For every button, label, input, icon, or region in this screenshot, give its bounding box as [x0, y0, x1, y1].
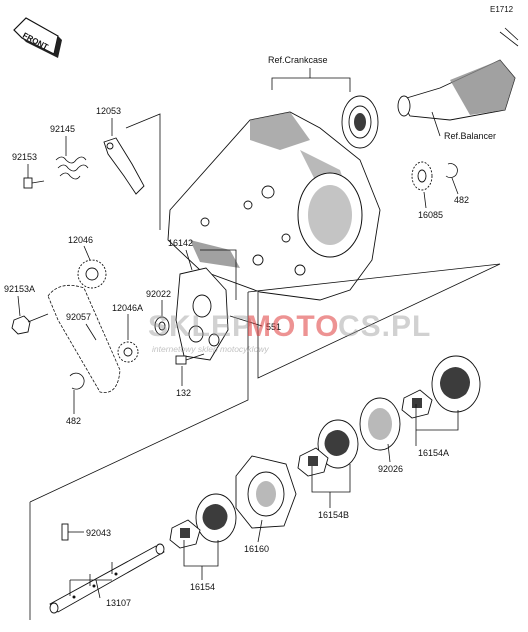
- sprocket-12046a: [117, 341, 139, 363]
- leader-16154b: [311, 464, 351, 508]
- watermark-tagline: internetowy sklep motocyklowy: [152, 344, 269, 354]
- circlip-482-left: [69, 372, 85, 390]
- frame-line-lower: [29, 292, 249, 503]
- watermark-brand-grey: SKLEP: [148, 310, 253, 343]
- front-arrow-icon: [13, 17, 62, 58]
- pin-92043: [61, 523, 69, 541]
- pump-cover-16142: [175, 267, 229, 361]
- rotor-16154: [195, 493, 237, 543]
- crank-bearing: [341, 95, 379, 149]
- label-16154: 16154: [190, 582, 215, 592]
- sprocket-12046: [77, 259, 107, 289]
- label-482-right: 482: [454, 195, 469, 205]
- label-92145: 92145: [50, 124, 75, 134]
- label-132: 132: [176, 388, 191, 398]
- bolt-92153: [23, 177, 45, 189]
- frame-line-top: [247, 263, 501, 293]
- leader-16142-bracket: [200, 249, 237, 300]
- ref-crankcase-bracket: [271, 68, 351, 92]
- label-92153: 92153: [12, 152, 37, 162]
- bolt-132: [175, 353, 205, 365]
- bolt-92153a: [11, 313, 49, 335]
- watermark-brand-tail: CS.PL: [338, 310, 431, 343]
- frame-line-upper: [257, 263, 501, 379]
- shaft-13107: [49, 543, 165, 614]
- spring-92145: [55, 156, 89, 180]
- rotor-16154b: [317, 419, 359, 469]
- balancer-shaft: [397, 27, 519, 121]
- crankcase-housing: [167, 111, 381, 301]
- label-16154b: 16154B: [318, 510, 349, 520]
- label-16160: 16160: [244, 544, 269, 554]
- label-16154a: 16154A: [418, 448, 449, 458]
- inner-rotor-16154: [169, 519, 201, 549]
- label-92057: 92057: [66, 312, 91, 322]
- inner-rotor-16154a: [401, 389, 433, 419]
- label-16142: 16142: [168, 238, 193, 248]
- label-92026: 92026: [378, 464, 403, 474]
- washer-92022: [154, 316, 170, 336]
- pump-body-16160: [235, 455, 297, 529]
- circlip-482-right: [445, 163, 458, 178]
- rotor-16154a: [431, 355, 481, 413]
- housing-92026: [359, 397, 401, 451]
- leader-16154: [183, 540, 219, 580]
- ref-crankcase-label: Ref.Crankcase: [268, 55, 328, 65]
- leader-16154a: [415, 404, 459, 446]
- ref-balancer-label: Ref.Balancer: [444, 131, 496, 141]
- tensioner-arm-12053: [103, 137, 145, 195]
- label-551: 551: [266, 322, 281, 332]
- label-12053: 12053: [96, 106, 121, 116]
- label-13107: 13107: [106, 598, 131, 608]
- label-92153a: 92153A: [4, 284, 35, 294]
- leader-12053-bracket: [125, 113, 161, 230]
- label-92043: 92043: [86, 528, 111, 538]
- watermark-logo: SKLEP MOTO CS.PL internetowy sklep motoc…: [148, 310, 431, 354]
- gear-16085: [411, 161, 433, 191]
- leader-13107: [69, 562, 113, 599]
- drive-chain: [47, 284, 121, 393]
- label-12046: 12046: [68, 235, 93, 245]
- inner-rotor-16154b: [297, 447, 329, 477]
- label-12046a: 12046A: [112, 303, 143, 313]
- label-92022: 92022: [146, 289, 171, 299]
- ref-balancer-leader: [431, 111, 441, 137]
- watermark-brand-red: MOTO: [246, 310, 339, 343]
- diagram-code: E1712: [490, 5, 514, 14]
- label-482-left: 482: [66, 416, 81, 426]
- label-16085: 16085: [418, 210, 443, 220]
